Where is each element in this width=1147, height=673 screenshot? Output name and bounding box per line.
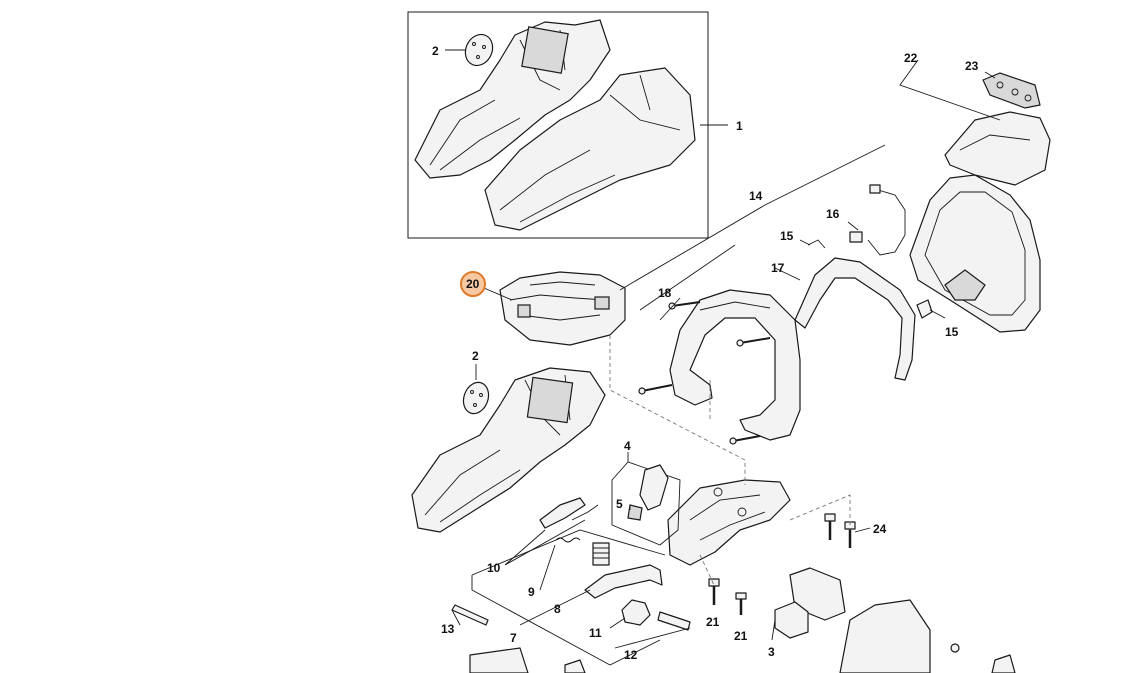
handle-screw-icon[interactable] (638, 301, 771, 445)
bow-handle-icon[interactable] (794, 257, 916, 381)
callout-9[interactable]: 9 (528, 585, 535, 599)
callout-15b[interactable]: 15 (945, 325, 959, 339)
housing-shell-right-icon[interactable] (484, 67, 696, 231)
clip-icon[interactable] (807, 239, 826, 249)
callout-2b[interactable]: 2 (472, 349, 479, 363)
callout-20[interactable]: 20 (466, 277, 480, 291)
trigger-icon[interactable] (627, 464, 669, 521)
callout-18[interactable]: 18 (658, 286, 672, 300)
handle-cover-icon[interactable] (944, 111, 1051, 186)
highlight-ring (460, 271, 486, 297)
inset-box (407, 11, 728, 239)
callout-12[interactable]: 12 (624, 648, 638, 662)
callout-24[interactable]: 24 (873, 522, 887, 536)
gasket-disc-icon[interactable] (460, 30, 497, 70)
lower-gasket-icon[interactable] (459, 379, 492, 417)
callout-15a[interactable]: 15 (780, 229, 794, 243)
callout-1[interactable]: 1 (736, 119, 743, 133)
callout-13[interactable]: 13 (441, 622, 455, 636)
callout-21b[interactable]: 21 (734, 629, 748, 643)
callout-22[interactable]: 22 (904, 51, 918, 65)
compression-spring-icon[interactable] (592, 542, 610, 566)
callout-16[interactable]: 16 (826, 207, 840, 221)
callout-23[interactable]: 23 (965, 59, 979, 73)
leader-lines (451, 59, 1001, 666)
chassis-icon[interactable] (667, 479, 791, 566)
rear-handle-frame-icon[interactable] (909, 174, 1041, 333)
callout-8[interactable]: 8 (554, 602, 561, 616)
callout-11[interactable]: 11 (589, 626, 602, 640)
callout-14[interactable]: 14 (749, 189, 763, 203)
callout-10[interactable]: 10 (487, 561, 501, 575)
callout-7[interactable]: 7 (510, 631, 517, 645)
housing-shell-left-icon[interactable] (414, 19, 611, 179)
callout-3[interactable]: 3 (768, 645, 775, 659)
callout-2a[interactable]: 2 (432, 44, 439, 58)
callout-4[interactable]: 4 (624, 439, 631, 453)
front-handle-icon[interactable] (669, 289, 801, 441)
cover-part-icon[interactable] (499, 271, 626, 346)
screw-21-icon[interactable] (708, 578, 747, 615)
callout-17[interactable]: 17 (771, 261, 785, 275)
bottom-housing-icon[interactable] (469, 599, 1016, 673)
callout-21a[interactable]: 21 (706, 615, 720, 629)
blade-clip-icon[interactable] (451, 604, 489, 626)
lever-icon[interactable] (539, 497, 586, 529)
callout-labels: 1 2 2 3 4 5 7 8 9 10 11 12 13 14 15 15 1… (432, 44, 979, 662)
filter-pad-icon[interactable] (774, 567, 846, 639)
screw-24-icon[interactable] (824, 513, 856, 548)
throttle-lever-icon[interactable] (584, 564, 663, 599)
decal-icon[interactable] (982, 72, 1041, 109)
rear-clip-icon[interactable] (916, 299, 933, 319)
callout-5[interactable]: 5 (616, 497, 623, 511)
dashed-guides (609, 335, 851, 586)
switch-icon[interactable] (621, 599, 691, 631)
lower-housing-shell-icon[interactable] (411, 367, 606, 533)
cable-icon[interactable] (849, 184, 906, 256)
